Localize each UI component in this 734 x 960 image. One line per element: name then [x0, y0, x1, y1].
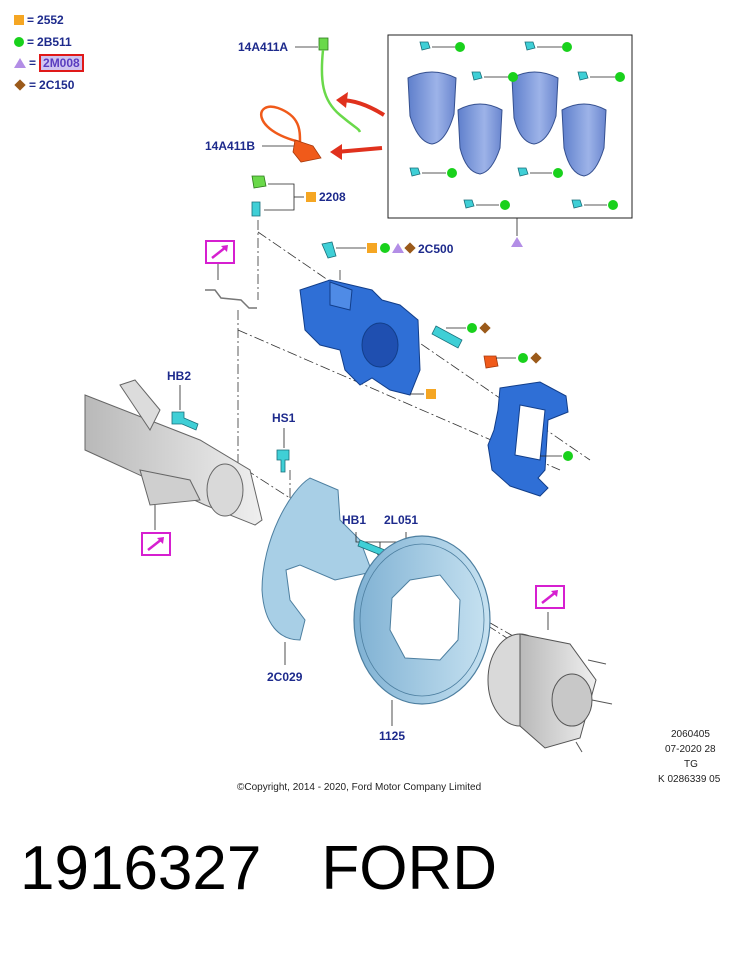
pin-cap	[483, 352, 542, 369]
brake-disc	[353, 535, 491, 726]
legend-item-2c150: = 2C150	[14, 77, 74, 93]
legend-item-2b511: = 2B511	[14, 34, 72, 50]
red-arrow	[335, 146, 383, 154]
info-line-1: 2060405	[671, 729, 710, 740]
label-2208: 2208	[319, 190, 346, 204]
equals-sign: =	[27, 35, 35, 49]
steering-knuckle	[84, 379, 263, 526]
wheel-hub	[487, 612, 613, 753]
legend-code-highlighted: 2M008	[39, 54, 84, 72]
pad-kit-box	[387, 34, 633, 219]
legend-code: 2B511	[37, 35, 72, 49]
square-symbol	[14, 15, 24, 25]
label-1125: 1125	[379, 729, 406, 743]
caliper-bolt	[321, 241, 416, 259]
label-2l051: 2L051	[384, 513, 419, 527]
info-line-2: 07-2020 28	[665, 744, 716, 755]
wear-sensor-a	[295, 37, 362, 133]
info-line-4: K 0286339 05	[658, 774, 721, 785]
equals-sign: =	[27, 13, 35, 27]
legend-code: 2C150	[39, 78, 75, 92]
label-14a411b: 14A411B	[205, 139, 256, 153]
wear-sensor-b	[260, 105, 322, 163]
triangle-symbol	[14, 58, 26, 68]
sensor-cable	[205, 289, 257, 309]
brake-caliper	[299, 279, 421, 396]
torque-wrench-icon	[535, 585, 565, 609]
legend-code: 2552	[37, 13, 64, 27]
brand-name: FORD	[321, 834, 498, 903]
label-hs1: HS1	[272, 411, 296, 425]
bolt-hb2	[171, 385, 199, 431]
label-2c500: 2C500	[418, 242, 454, 256]
circle-symbol	[14, 37, 24, 47]
dust-shield	[261, 477, 373, 665]
caliper-bracket	[487, 381, 569, 497]
info-line-3: TG	[684, 759, 698, 770]
equals-sign: =	[29, 56, 37, 70]
legend-item-2m008: = 2M008	[14, 54, 84, 72]
pad-kit-triangle	[511, 237, 523, 247]
part-number: 1916327	[20, 834, 262, 903]
torque-wrench-icon	[141, 532, 171, 556]
caliper-square	[426, 389, 436, 399]
label-14a411a: 14A411A	[238, 40, 289, 54]
bracket-circle	[563, 451, 573, 461]
label-2c029: 2C029	[267, 670, 303, 684]
brake-pads	[407, 71, 607, 177]
equals-sign: =	[29, 78, 37, 92]
legend-item-2552: = 2552	[14, 12, 64, 28]
bleed-screw-group	[251, 175, 316, 217]
guide-pin	[431, 322, 491, 349]
label-hb2: HB2	[167, 369, 192, 383]
bolt-hs1	[276, 428, 290, 473]
pad-clips	[409, 41, 625, 210]
copyright-text: ©Copyright, 2014 - 2020, Ford Motor Comp…	[237, 782, 482, 793]
torque-wrench-icon	[205, 240, 235, 264]
label-hb1: HB1	[342, 513, 367, 527]
